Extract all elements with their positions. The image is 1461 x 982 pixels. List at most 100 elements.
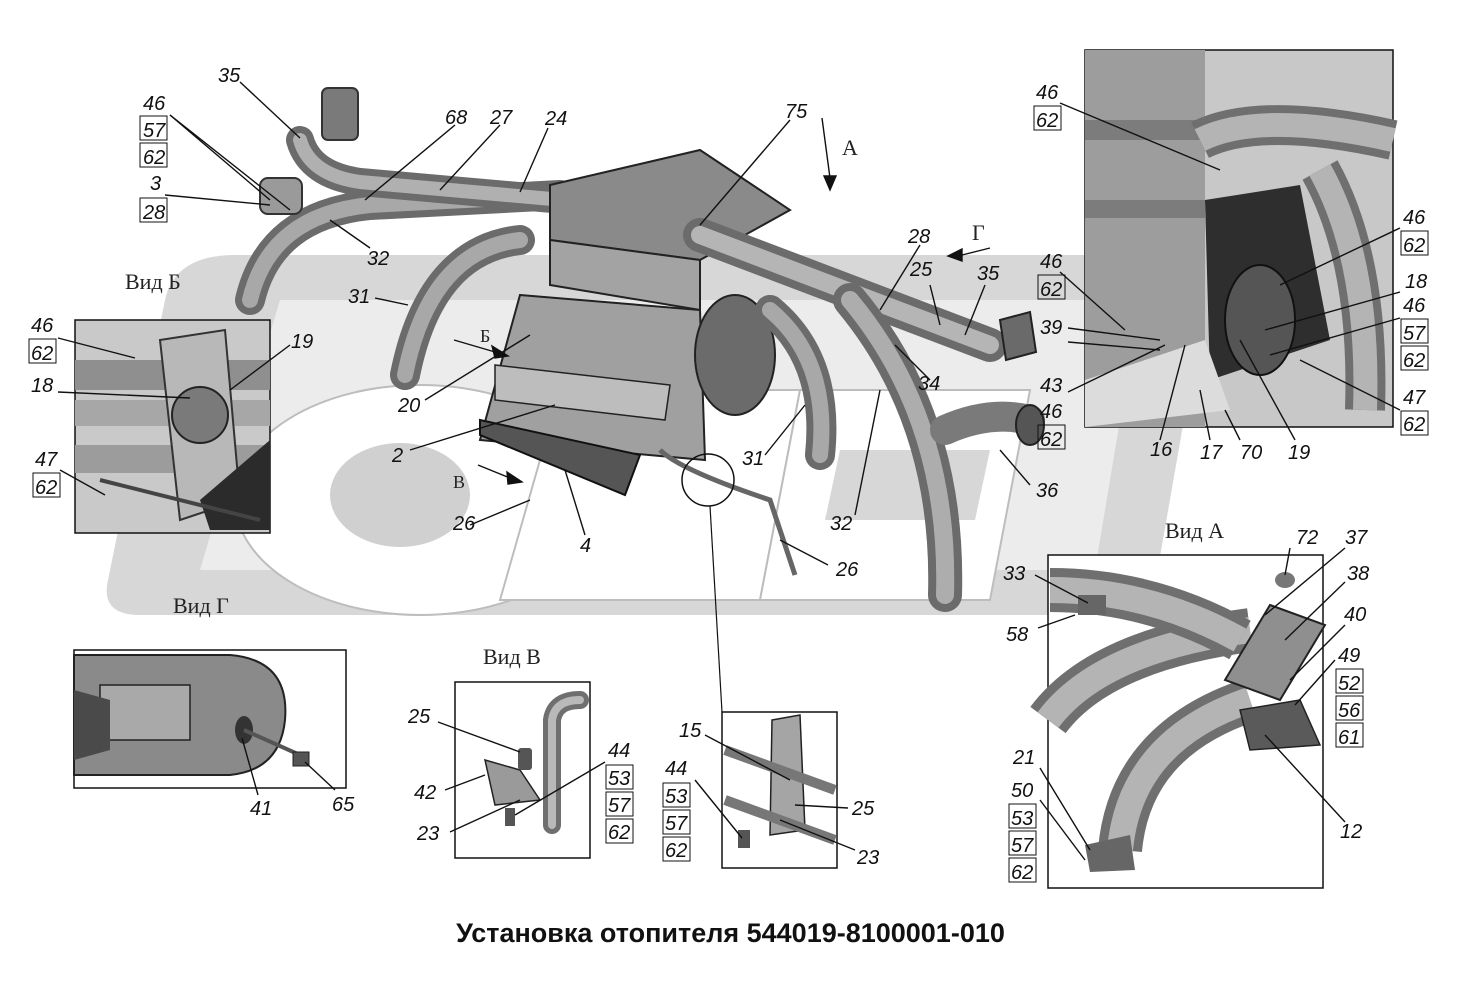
va-callout-62e: 62 (1403, 414, 1425, 436)
a-callout-53: 53 (1011, 808, 1033, 830)
arrow-label-g: Г (972, 220, 985, 245)
tube-26 (658, 448, 798, 576)
leader-lines-main (164, 81, 1031, 566)
va-callout-16: 16 (1150, 439, 1173, 461)
view-label-g: Вид Г (173, 593, 229, 618)
a-callout-52: 52 (1338, 673, 1360, 695)
d-callout-57: 57 (665, 813, 688, 835)
vv-callout-23: 23 (416, 823, 439, 845)
va-callout-19: 19 (1288, 442, 1310, 464)
callout-25: 25 (909, 259, 933, 281)
callout-28-right: 28 (907, 226, 930, 248)
vv-callout-44: 44 (608, 740, 630, 762)
a-callout-12: 12 (1340, 821, 1362, 843)
vv-callout-42: 42 (414, 782, 436, 804)
a-callout-50: 50 (1011, 780, 1033, 802)
va-callout-46b: 46 (1040, 251, 1063, 273)
diagram-title: Установка отопителя 544019-8100001-010 (456, 918, 1005, 948)
d-callout-23: 23 (856, 847, 879, 869)
a-callout-57: 57 (1011, 835, 1034, 857)
main-assembly (235, 87, 1045, 713)
leader-lines-view-g (241, 737, 336, 796)
callout-32-bottom: 32 (830, 513, 852, 535)
d-callout-15: 15 (679, 720, 702, 742)
a-callout-49: 49 (1338, 645, 1360, 667)
callout-57: 57 (143, 120, 166, 142)
va-callout-62a: 62 (1036, 110, 1058, 132)
d-callout-25: 25 (851, 798, 875, 820)
callout-62: 62 (143, 147, 165, 169)
callout-34: 34 (918, 373, 940, 395)
vv-callout-57: 57 (608, 795, 631, 817)
view-label-b: Вид Б (125, 269, 181, 294)
grille-4 (479, 418, 642, 497)
callout-68: 68 (445, 107, 467, 129)
a-callout-21: 21 (1012, 747, 1035, 769)
callout-75: 75 (785, 101, 808, 123)
vb-callout-62: 62 (31, 343, 53, 365)
a-callout-58: 58 (1006, 624, 1028, 646)
callout-26-left: 26 (452, 513, 476, 535)
view-a-lower-panel (1030, 554, 1327, 889)
detail-circle (681, 453, 735, 507)
view-label-v: Вид В (483, 644, 541, 669)
a-callout-37: 37 (1345, 527, 1368, 549)
va-callout-17: 17 (1200, 442, 1223, 464)
callout-31-right: 31 (742, 448, 764, 470)
callout-28: 28 (142, 202, 165, 224)
callout-2: 2 (391, 445, 403, 467)
callout-46: 46 (143, 93, 166, 115)
va-callout-47: 47 (1403, 387, 1426, 409)
heater-fan (694, 294, 776, 416)
vb-callout-46: 46 (31, 315, 54, 337)
d-callout-62: 62 (665, 840, 687, 862)
vb-callout-18: 18 (31, 375, 53, 397)
vg-callout-65: 65 (332, 794, 355, 816)
callout-31-left: 31 (348, 286, 370, 308)
va-callout-18: 18 (1405, 271, 1427, 293)
view-a-panel (1084, 49, 1398, 428)
va-callout-57: 57 (1403, 323, 1426, 345)
va-callout-62d: 62 (1403, 350, 1425, 372)
a-callout-40: 40 (1344, 604, 1366, 626)
vb-callout-47: 47 (35, 449, 58, 471)
arrow-label-a: А (842, 135, 858, 160)
vv-callout-53: 53 (608, 768, 630, 790)
callout-20: 20 (397, 395, 420, 417)
a-callout-33: 33 (1003, 563, 1025, 585)
view-g-panel (73, 649, 347, 789)
vg-callout-41: 41 (250, 798, 272, 820)
a-callout-56: 56 (1338, 700, 1361, 722)
va-callout-46d: 46 (1403, 295, 1426, 317)
va-callout-62b: 62 (1040, 279, 1062, 301)
arrow-label-v: В (453, 472, 465, 492)
va-callout-43: 43 (1040, 375, 1062, 397)
arrow-label-b: Б (480, 326, 490, 346)
va-callout-62f: 62 (1040, 429, 1062, 451)
va-callout-62c: 62 (1403, 235, 1425, 257)
a-callout-61: 61 (1338, 727, 1360, 749)
vv-callout-62: 62 (608, 822, 630, 844)
callout-4: 4 (580, 535, 591, 557)
callout-26-right: 26 (835, 559, 859, 581)
a-callout-72: 72 (1296, 527, 1318, 549)
detail-panel (721, 711, 838, 869)
callout-3: 3 (150, 173, 161, 195)
view-b-panel (74, 319, 271, 534)
callout-35-right: 35 (977, 263, 1000, 285)
callout-32-top: 32 (367, 248, 389, 270)
va-callout-46a: 46 (1036, 82, 1059, 104)
leader-lines-view-a-lower (1034, 547, 1346, 861)
callout-35: 35 (218, 65, 241, 87)
vv-callout-25: 25 (407, 706, 431, 728)
leader-lines-detail (694, 734, 856, 851)
leader-lines-view-a (1059, 102, 1401, 441)
va-callout-70: 70 (1240, 442, 1262, 464)
vb-callout-19: 19 (291, 331, 313, 353)
vb-callout-62b: 62 (35, 477, 57, 499)
d-callout-53: 53 (665, 786, 687, 808)
va-callout-39: 39 (1040, 317, 1062, 339)
view-v-panel (454, 681, 591, 859)
grille-37 (1223, 603, 1327, 702)
